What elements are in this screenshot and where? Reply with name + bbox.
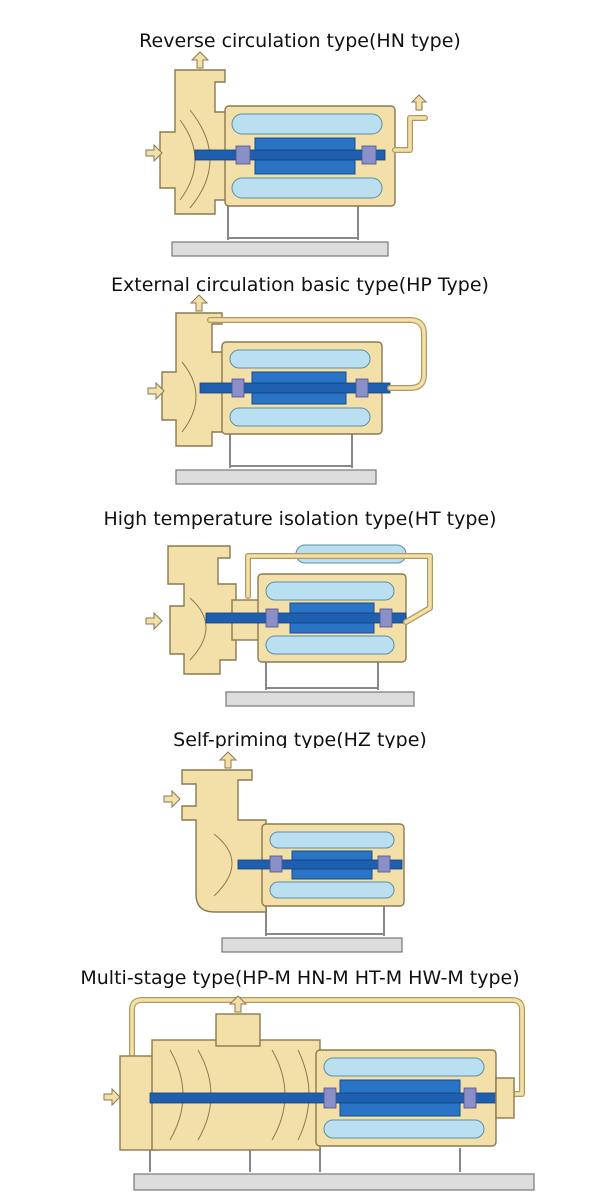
inlet-arrow [145, 611, 163, 631]
end-cap [495, 1077, 515, 1119]
rear-bearing [361, 145, 377, 165]
pump-casing [159, 69, 233, 215]
stator-top [231, 113, 383, 135]
rear-bearing [377, 855, 391, 873]
pump-casing [161, 312, 231, 447]
priming-chamber [181, 769, 267, 913]
base-plate [221, 937, 403, 953]
vent-arrow [410, 94, 428, 111]
shaft [237, 859, 403, 870]
inlet-arrow [147, 381, 165, 401]
inlet-arrow [163, 789, 181, 809]
caption-multi-stage-type: Multi-stage type(HP-M HN-M HT-M HW-M typ… [80, 967, 520, 989]
base-plate [225, 691, 415, 707]
front-bearing [269, 855, 283, 873]
hp-pump-diagram [147, 294, 427, 485]
outlet-arrow [228, 995, 248, 1013]
stator-bottom [323, 1119, 485, 1139]
caption-hp-type: External circulation basic type(HP Type) [111, 274, 489, 296]
hz-pump-diagram [163, 751, 405, 953]
discharge-nozzle [215, 1013, 261, 1047]
stator-bottom [265, 635, 395, 655]
multi-stage-pump-diagram [103, 995, 535, 1191]
front-bearing [265, 608, 279, 628]
stator-bottom [229, 407, 371, 427]
shaft [205, 612, 407, 624]
pump-casing [167, 545, 237, 675]
ht-pump-diagram [145, 544, 433, 707]
outlet-arrow [189, 294, 209, 312]
rear-bearing [379, 608, 393, 628]
stator-top [265, 581, 395, 601]
inlet-arrow [103, 1087, 121, 1107]
stator-bottom [269, 881, 395, 899]
front-bearing [235, 145, 251, 165]
caption-hz-type: Self-priming type(HZ type) [173, 729, 427, 748]
stator-bottom [231, 177, 383, 199]
base-plate [171, 241, 389, 257]
support-legs [149, 1148, 461, 1172]
outlet-arrow [190, 51, 210, 69]
stator-top [323, 1057, 485, 1077]
stator-top [229, 349, 371, 369]
base-plate [175, 469, 377, 485]
inlet-arrow [145, 143, 163, 163]
shaft [194, 149, 386, 161]
rear-bearing [355, 378, 369, 398]
hn-pump-diagram [145, 51, 428, 257]
rear-bearing [463, 1087, 477, 1109]
outlet-arrow [218, 751, 238, 769]
caption-hn-type: Reverse circulation type(HN type) [139, 30, 461, 52]
caption-ht-type: High temperature isolation type(HT type) [103, 508, 497, 530]
stator-top [269, 831, 395, 849]
base-plate [133, 1173, 535, 1191]
front-bearing [231, 378, 245, 398]
front-bearing [323, 1087, 337, 1109]
